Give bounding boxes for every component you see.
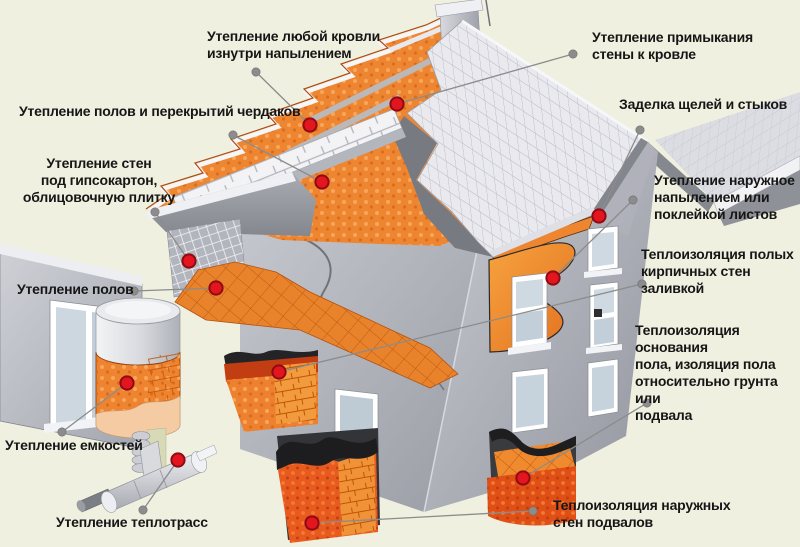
- marker-roof-inside: [302, 117, 318, 133]
- right-wall: [424, 142, 658, 526]
- leader-line-outer-spray: [552, 199, 634, 279]
- leader-line-floors: [133, 287, 217, 292]
- leader-line-attic-floors: [232, 134, 323, 183]
- leader-line-basement-walls: [311, 510, 534, 524]
- label-gaps-joints: Заделка щелей и стыков: [619, 96, 788, 112]
- anchor-dot-tanks: [57, 427, 67, 437]
- basement-cutaway-left: [276, 428, 380, 543]
- window: [587, 358, 619, 418]
- label-tanks: Утепление емкостей: [5, 437, 143, 453]
- label-floors: Утепление полов: [17, 281, 134, 297]
- anchor-dot-attic-floors: [228, 130, 238, 140]
- leader-line-tanks: [61, 382, 128, 433]
- marker-wall-roof-junction: [389, 96, 405, 112]
- marker-gaps-joints: [591, 208, 607, 224]
- window: [586, 281, 622, 354]
- eave-overhang: [145, 172, 316, 236]
- marker-outer-spray: [545, 270, 561, 286]
- roof: [406, 19, 649, 258]
- leader-line-gaps-joints: [598, 129, 641, 217]
- leader-line-heat-pipes: [142, 459, 179, 511]
- anchor-dot-outer-spray: [628, 195, 638, 205]
- marker-walls-drywall: [181, 253, 197, 269]
- label-heat-pipes: Утепление теплотрасс: [56, 514, 208, 530]
- attic-cutaway: [145, 16, 493, 257]
- marker-floor-base: [515, 470, 531, 486]
- anchor-dot-wall-roof-junction: [568, 49, 578, 59]
- window: [511, 367, 549, 434]
- anchor-dot-walls-drywall: [150, 207, 160, 217]
- marker-floors: [208, 280, 224, 296]
- window: [508, 272, 551, 355]
- label-floor-base: Теплоизоляция основания пола, изоляция п…: [635, 322, 778, 423]
- label-basement-walls: Теплоизоляция наружных стен подвалов: [553, 497, 731, 530]
- marker-basement-walls: [304, 515, 320, 531]
- window: [584, 225, 622, 278]
- marker-heat-pipes: [170, 452, 186, 468]
- anchor-dot-floor-base: [642, 398, 652, 408]
- anchor-dot-hollow-brick: [637, 279, 647, 289]
- label-hollow-brick: Теплоизоляция полых кирпичных стен залив…: [641, 246, 794, 296]
- second-floor-cutaway: [166, 218, 459, 389]
- leader-line-walls-drywall: [154, 211, 190, 262]
- leader-line-roof-inside: [255, 71, 311, 126]
- anchor-dot-roof-inside: [251, 67, 261, 77]
- marker-attic-floors: [314, 174, 330, 190]
- marker-tanks: [119, 375, 135, 391]
- marker-hollow-brick: [271, 364, 287, 380]
- label-walls-drywall: Утепление стен под гипсокартон, облицово…: [22, 155, 176, 205]
- leader-line-floor-base: [522, 402, 648, 479]
- anchor-dot-basement-walls: [528, 506, 538, 516]
- label-roof-inside: Утепление любой кровли изнутри напыление…: [207, 28, 381, 61]
- back-roof-plane: [641, 92, 800, 226]
- label-attic-floors: Утепление полов и перекрытий чердаков: [19, 103, 301, 119]
- leader-line-hollow-brick: [278, 283, 643, 373]
- anchor-dot-heat-pipes: [138, 505, 148, 515]
- leader-line-wall-roof-junction: [396, 53, 574, 105]
- anchor-dot-floors: [129, 286, 139, 296]
- label-outer-spray: Утепление наружное напылением или поклей…: [654, 172, 795, 222]
- label-wall-roof-junction: Утепление примыкания стены к кровле: [592, 29, 753, 62]
- wall-vent: [594, 309, 602, 317]
- insulated-tank: [95, 297, 181, 481]
- anchor-dot-gaps-joints: [635, 125, 645, 135]
